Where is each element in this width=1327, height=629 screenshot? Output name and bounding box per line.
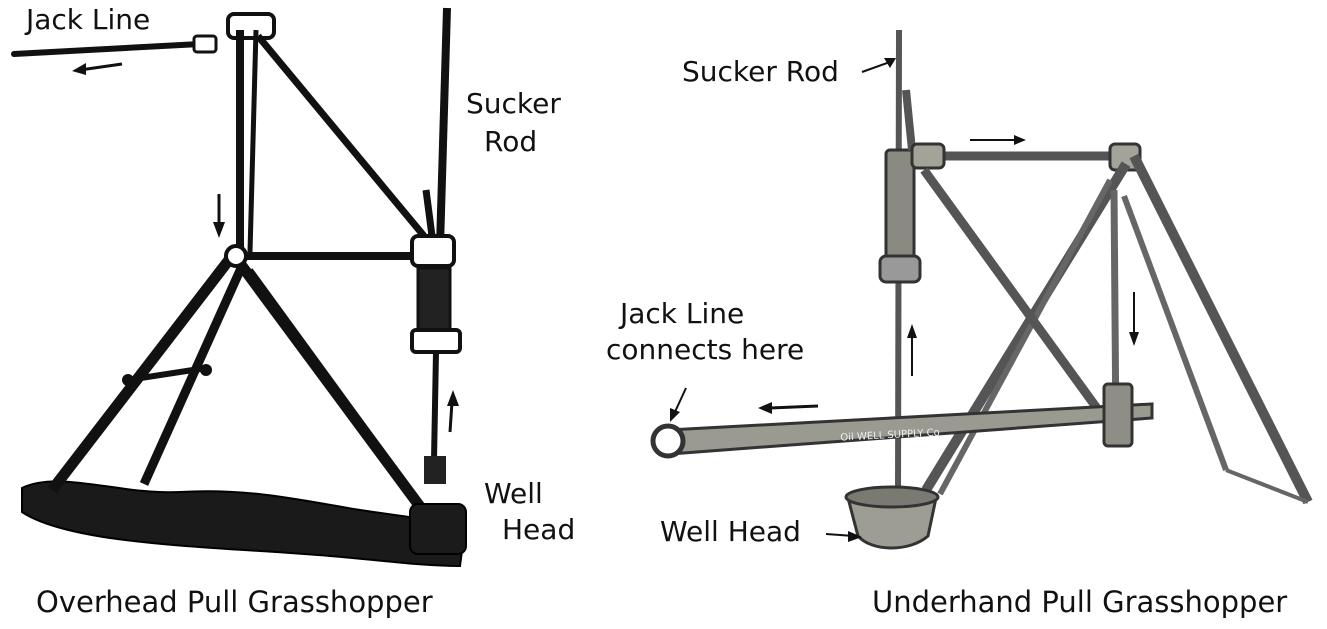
right-leg-inner — [247, 268, 419, 500]
well-head-top — [844, 485, 940, 509]
rod-up-arrowhead — [447, 390, 459, 406]
sucker-rod-pointer — [861, 61, 891, 73]
well-head-body — [846, 496, 938, 550]
polish-rod-clamp — [410, 328, 462, 354]
jack-line-arrow — [79, 62, 123, 72]
well-head-label: Well Head — [660, 515, 801, 548]
overhead-pull-caption: Overhead Pull Grasshopper — [36, 585, 433, 619]
jack-line-pointer — [673, 387, 687, 415]
diagonal-brace — [255, 33, 427, 239]
back-leg — [1129, 153, 1313, 505]
rod-clamp-body — [884, 148, 916, 262]
cross-leg — [920, 167, 1124, 443]
brace-bolt-left — [122, 374, 134, 386]
top-pulley — [226, 12, 276, 40]
left-leg-outer — [47, 252, 237, 494]
rod-up-arrowhead — [907, 324, 917, 338]
rod-up-arrow — [448, 401, 454, 433]
jack-line-arrowhead — [72, 63, 86, 75]
brace-bolt-right — [200, 364, 212, 376]
rod-clamp-lower — [878, 254, 922, 284]
well-head-label-line1: Well — [484, 477, 543, 510]
jack-line-pointer-head — [670, 408, 680, 422]
front-leg — [921, 161, 1131, 493]
vertical-post-inner — [247, 29, 259, 253]
foot-brace — [1225, 468, 1309, 504]
rod-clamp-head — [410, 234, 456, 268]
well-head-base — [409, 503, 467, 555]
sucker-rod-pointer-head — [884, 58, 896, 68]
jack-line-connects-label-line2: connects here — [606, 333, 805, 366]
beam-left-arrowhead — [758, 402, 772, 414]
jack-beam-eye — [650, 423, 686, 459]
well-head-pointer-head — [848, 531, 862, 542]
post-down-arrowhead — [1129, 332, 1139, 346]
underhand-pull-grasshopper-drawing: Oil WELL SUPPLY Co — [650, 29, 1313, 550]
overhead-pull-grasshopper-drawing — [11, 7, 467, 568]
jack-line-label: Jack Line — [26, 3, 151, 36]
jack-line-connects-label-line1: Jack Line — [620, 297, 745, 330]
beam-left-arrow — [769, 404, 819, 410]
front-leg-2 — [937, 178, 1113, 496]
top-arm-joint — [910, 142, 946, 170]
jack-line-cable — [11, 41, 203, 57]
left-leg-inner — [139, 264, 247, 486]
leg-cross-brace — [127, 365, 207, 383]
jack-beam-stamp: Oil WELL SUPPLY Co — [840, 427, 940, 443]
sucker-rod-label-line2: Rod — [484, 125, 538, 158]
well-head-fitting — [424, 456, 446, 484]
sucker-rod-label-line1: Sucker — [466, 87, 561, 120]
sucker-rod — [436, 7, 451, 247]
top-joint — [224, 244, 248, 268]
jack-line-clevis — [192, 34, 218, 54]
rod-clamp-tip — [902, 89, 916, 151]
sucker-rod-label: Sucker Rod — [682, 55, 839, 88]
underhand-pull-caption: Underhand Pull Grasshopper — [872, 585, 1288, 619]
back-leg-brace — [1121, 194, 1229, 472]
polish-rod — [431, 351, 439, 461]
well-head-label-line2: Head — [502, 513, 576, 546]
beam-bracket — [1102, 382, 1134, 448]
rod-guide — [422, 189, 436, 237]
arm-right-arrowhead — [1014, 135, 1026, 145]
post-down-arrowhead — [213, 222, 225, 238]
ground-grass — [21, 480, 467, 568]
